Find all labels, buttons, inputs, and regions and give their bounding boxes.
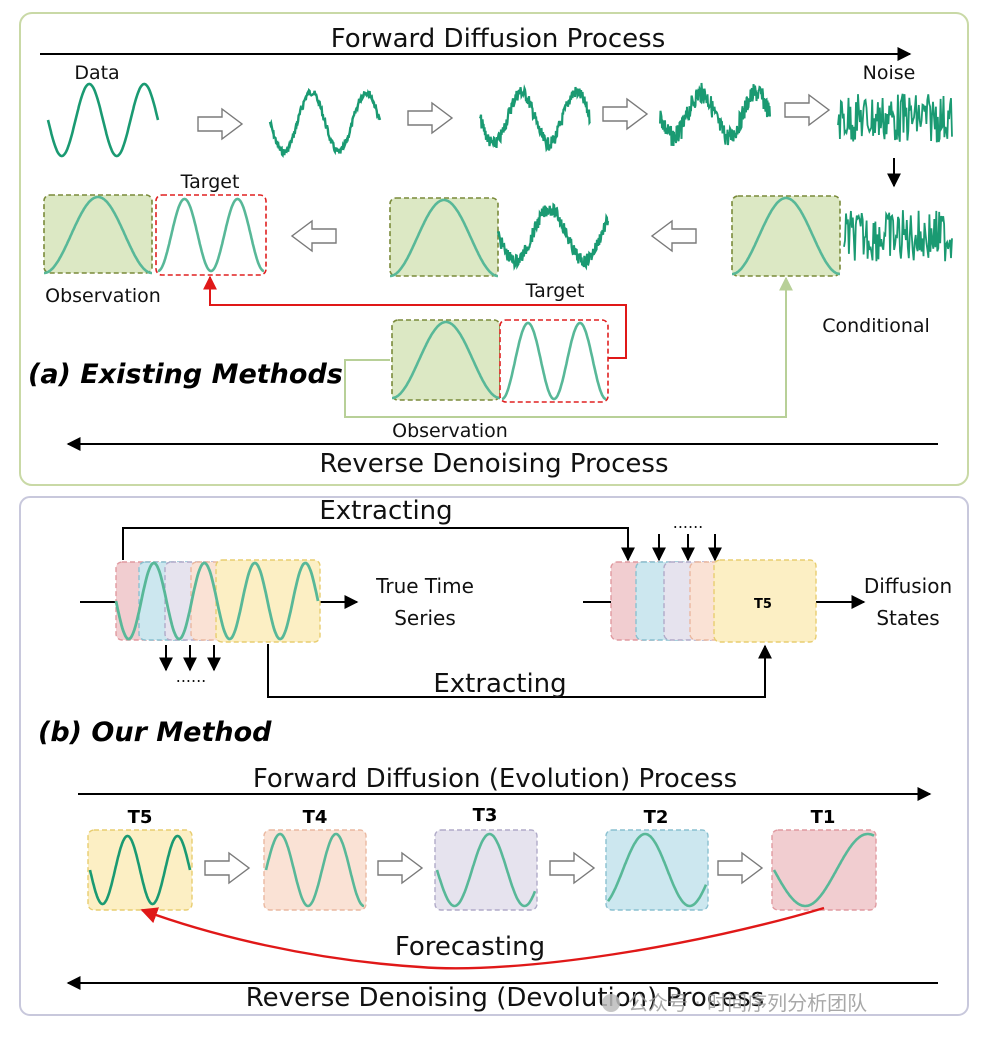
devolution-reverse-title: Reverse Denoising (Devolution) Process — [246, 983, 764, 1013]
noise-label: Noise — [863, 62, 916, 84]
stage-wave-t1 — [772, 832, 875, 908]
stage-label-t5: T5 — [128, 807, 153, 828]
partially-denoised-wave — [496, 202, 610, 271]
extracting-label-bottom: Extracting — [433, 669, 566, 699]
target-wave-result — [157, 197, 265, 273]
evolution-forward-title: Forward Diffusion (Evolution) Process — [253, 764, 737, 794]
extracting-arrow-top — [122, 527, 635, 562]
noise-wave-row-2 — [843, 210, 953, 262]
observation-label-bottom: Observation — [392, 420, 508, 442]
stage-box-t3 — [434, 829, 538, 911]
noisy-wave-step-2 — [478, 84, 591, 153]
watermark-text: 公众号 · 时间序列分析团队 — [628, 991, 867, 1015]
dots-bottom: ...... — [176, 667, 207, 686]
observation-label-top: Observation — [45, 285, 161, 307]
forecasting-arrow — [140, 906, 825, 970]
ds-state-t5-label: T5 — [754, 597, 772, 612]
training-target-box — [499, 319, 609, 403]
observation-box-result — [43, 194, 153, 274]
extracting-arrow-bottom — [267, 644, 772, 698]
stage-label-t1: T1 — [811, 807, 836, 828]
training-observation-box — [391, 319, 501, 401]
section-b-title: (b) Our Method — [38, 717, 272, 748]
true-series-label-line1: True Time — [375, 574, 474, 598]
forecasting-label: Forecasting — [395, 932, 545, 962]
observation-box-middle — [389, 197, 499, 277]
stage-wave-t2 — [606, 832, 708, 908]
extracting-label-top: Extracting — [319, 496, 452, 526]
diffusion-states-label-line2: States — [876, 606, 939, 630]
stage-label-t3: T3 — [473, 805, 498, 826]
stage-wave-t4 — [264, 832, 365, 908]
noisy-wave-step-3 — [659, 82, 771, 147]
stage-wave-t5 — [88, 834, 192, 906]
ds-box-t5 — [713, 559, 817, 643]
observation-wave-result — [44, 195, 152, 275]
observation-wave-middle — [390, 198, 498, 278]
conditional-observation-wave — [732, 196, 840, 276]
noisy-wave-step-1 — [268, 87, 382, 159]
true-series-wave — [114, 561, 320, 641]
training-target-wave — [501, 321, 607, 401]
target-box-result — [155, 194, 267, 276]
stage-wave-t3 — [435, 832, 537, 908]
stage-box-t1 — [771, 829, 877, 911]
stage-box-t2 — [605, 829, 709, 911]
watermark: 公众号 · 时间序列分析团队 — [602, 991, 867, 1015]
forward-process-title: Forward Diffusion Process — [331, 24, 666, 54]
conditional-observation-box — [731, 195, 841, 277]
clean-data-wave — [46, 82, 160, 158]
watermark-logo-icon — [602, 994, 620, 1012]
true-series-label-line2: Series — [394, 606, 456, 630]
reverse-process-title: Reverse Denoising Process — [319, 449, 668, 479]
data-label: Data — [74, 62, 119, 84]
conditional-label: Conditional — [822, 315, 930, 337]
target-label-top: Target — [180, 171, 240, 193]
diffusion-states-label-line1: Diffusion — [864, 574, 952, 598]
stage-label-t2: T2 — [644, 807, 669, 828]
dots-top: ...... — [673, 513, 704, 532]
training-observation-wave — [392, 320, 500, 400]
conditional-green-arrow — [344, 276, 793, 418]
section-a-title: (a) Existing Methods — [28, 359, 343, 390]
stage-label-t4: T4 — [303, 807, 328, 828]
pure-noise-wave — [837, 93, 953, 143]
target-label-middle: Target — [525, 280, 585, 302]
target-red-arrow — [203, 275, 627, 359]
